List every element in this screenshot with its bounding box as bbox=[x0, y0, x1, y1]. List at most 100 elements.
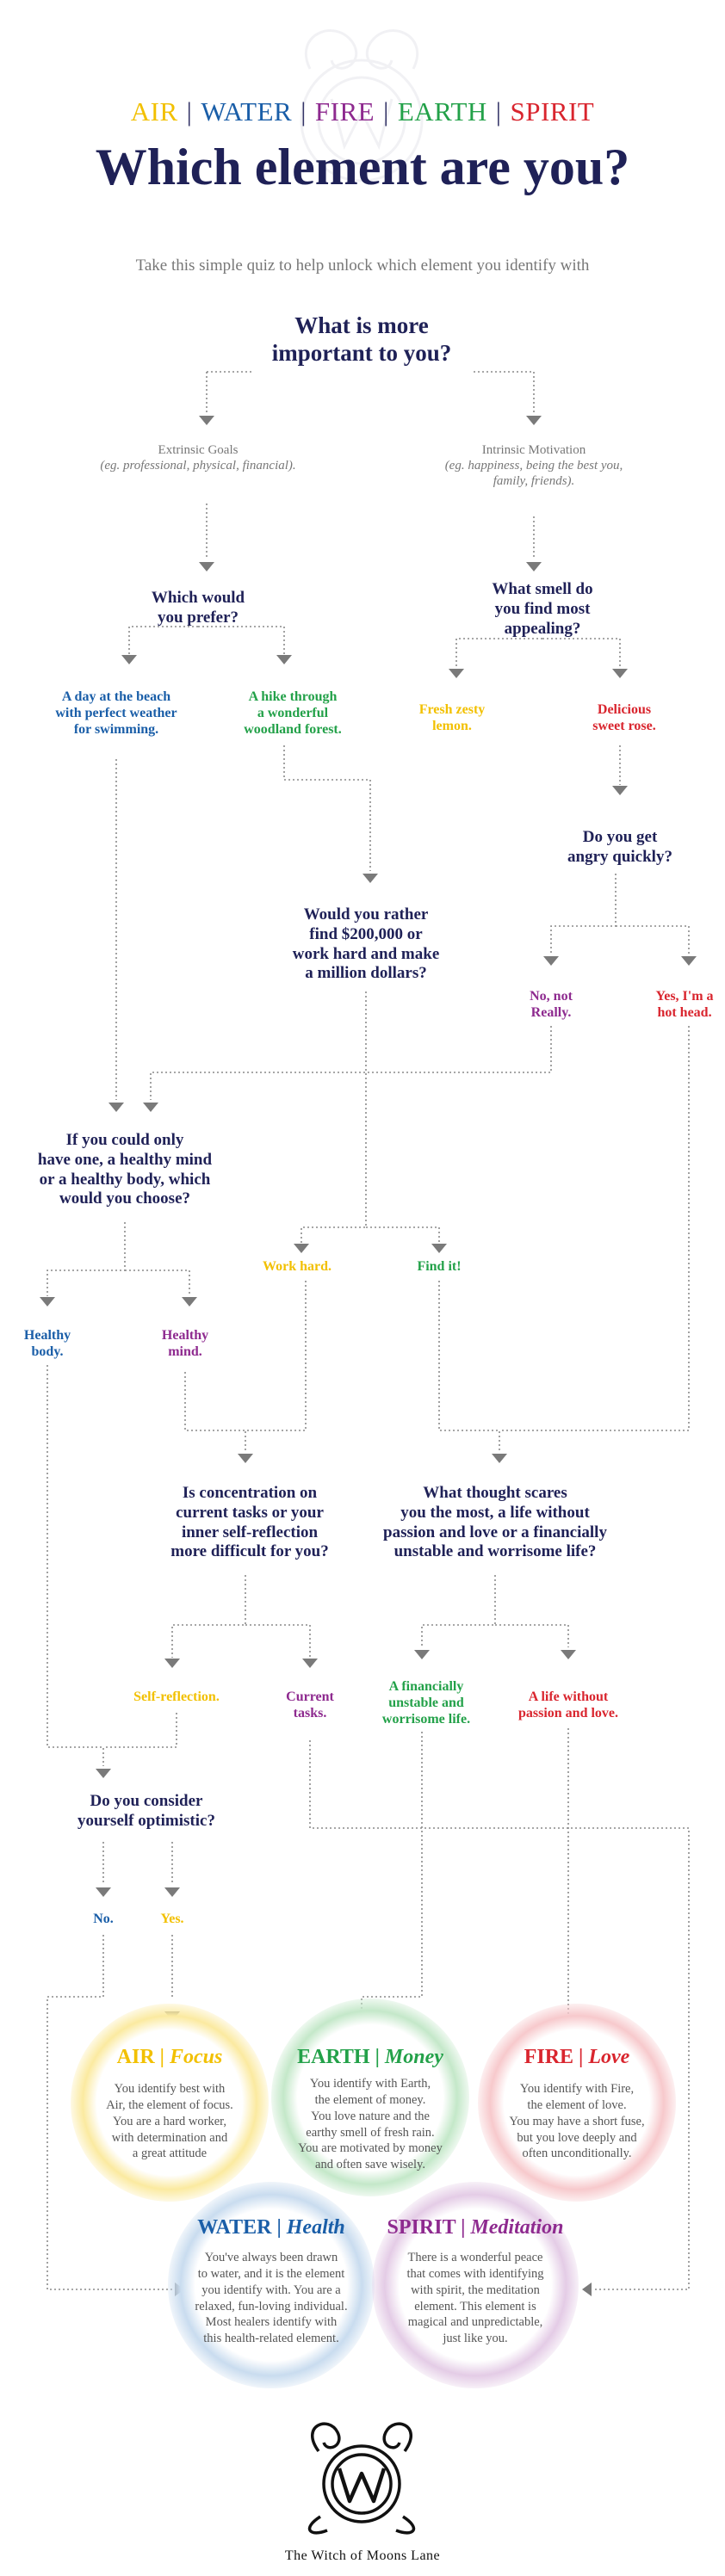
description-line: You identify with Fire, bbox=[519, 2082, 635, 2096]
earth-wreath bbox=[271, 1998, 469, 2196]
answer-hot-head: Yes, I'm a hot head. bbox=[641, 988, 725, 1021]
description-line: the element of money. bbox=[314, 2092, 426, 2107]
description-line: this health-related element. bbox=[203, 2332, 339, 2346]
water-wreath bbox=[168, 2182, 375, 2388]
description-line: that comes with identifying bbox=[406, 2266, 544, 2281]
answer-line: Current bbox=[286, 1690, 334, 1704]
result-trait: Money bbox=[384, 2046, 443, 2068]
arrow-head bbox=[143, 1103, 158, 1112]
answer-line: Fresh zesty bbox=[418, 702, 486, 717]
answer-rose: Delicious sweet rose. bbox=[573, 701, 676, 734]
question-line: more difficult for you? bbox=[170, 1542, 329, 1561]
question-concentration: Is concentration on current tasks or you… bbox=[146, 1484, 353, 1562]
result-trait: Meditation bbox=[470, 2216, 564, 2239]
question-line: Do you consider bbox=[90, 1792, 203, 1810]
option-example: family, friends). bbox=[493, 474, 575, 488]
connector-line bbox=[616, 925, 690, 955]
result-name: WATER bbox=[197, 2216, 272, 2239]
description-line: earthy smell of fresh rain. bbox=[306, 2125, 435, 2140]
arrow-head bbox=[612, 669, 628, 678]
description-line: You identify best with bbox=[114, 2082, 226, 2096]
option-label: Extrinsic Goals bbox=[158, 443, 239, 457]
element-fire: FIRE bbox=[314, 96, 375, 127]
arrow-head bbox=[561, 1650, 576, 1659]
question-line: appealing? bbox=[504, 619, 581, 638]
question-money: Would you rather find $200,000 or work h… bbox=[267, 905, 465, 984]
question-line: What is more bbox=[294, 312, 429, 338]
answer-line: sweet rose. bbox=[592, 719, 656, 734]
question-line: What thought scares bbox=[423, 1484, 567, 1502]
result-air-title: AIR | Focus bbox=[116, 2046, 223, 2068]
question-line: current tasks or your bbox=[176, 1503, 324, 1522]
connector-line bbox=[128, 626, 198, 654]
separator: | bbox=[383, 96, 389, 127]
arrow-head bbox=[96, 1769, 111, 1778]
question-line: What smell do bbox=[492, 580, 593, 598]
question-line: you the most, a life without bbox=[400, 1503, 590, 1522]
question-line: would you choose? bbox=[59, 1189, 191, 1208]
answer-line: Healthy bbox=[161, 1328, 209, 1343]
option-example: (eg. professional, physical, financial). bbox=[100, 459, 296, 473]
answer-find-it: Find it! bbox=[417, 1259, 462, 1274]
air-wreath bbox=[71, 2004, 269, 2202]
answer-line: Delicious bbox=[597, 702, 652, 717]
description-line: Air, the element of focus. bbox=[106, 2097, 233, 2112]
question-line: a million dollars? bbox=[305, 964, 427, 983]
connector-line bbox=[455, 638, 542, 667]
answer-hike: A hike through a wonderful woodland fore… bbox=[220, 689, 366, 738]
result-trait: Focus bbox=[169, 2046, 223, 2068]
separator: | bbox=[186, 96, 193, 127]
arrow-head bbox=[612, 786, 628, 795]
arrow-head bbox=[164, 1659, 180, 1668]
connector-line bbox=[171, 1575, 246, 1658]
question-line: unstable and worrisome life? bbox=[393, 1542, 597, 1561]
arrow-head bbox=[238, 1454, 253, 1463]
question-line: angry quickly? bbox=[567, 847, 672, 866]
answer-line: passion and love. bbox=[517, 1706, 619, 1721]
element-air: AIR bbox=[130, 96, 178, 127]
option-extrinsic-goals: Extrinsic Goals (eg. professional, physi… bbox=[69, 442, 327, 473]
result-air-description: You identify best with Air, the element … bbox=[79, 2081, 260, 2162]
connector-line bbox=[361, 1732, 423, 2016]
result-name: FIRE bbox=[524, 2046, 574, 2068]
arrow-head bbox=[108, 1103, 124, 1112]
question-line: Is concentration on bbox=[182, 1484, 318, 1502]
answer-lemon: Fresh zesty lemon. bbox=[400, 701, 504, 734]
question-line: you find most bbox=[494, 599, 591, 618]
answer-line: No, not bbox=[530, 989, 573, 1004]
question-line: Which would bbox=[151, 589, 245, 607]
fire-wreath bbox=[478, 2004, 676, 2202]
question-line: you prefer? bbox=[157, 608, 239, 627]
question-prefer: Which would you prefer? bbox=[121, 589, 276, 628]
description-line: There is a wonderful peace bbox=[407, 2251, 543, 2264]
result-spirit-title: SPIRIT | Meditation bbox=[387, 2216, 564, 2239]
question-line: Would you rather bbox=[303, 905, 429, 924]
result-name: EARTH bbox=[297, 2046, 370, 2068]
question-line: yourself optimistic? bbox=[77, 1811, 215, 1830]
question-line: passion and love or a financially bbox=[383, 1523, 607, 1541]
answer-line: A financially bbox=[388, 1679, 464, 1694]
result-name: SPIRIT bbox=[387, 2216, 456, 2239]
answer-current-tasks: Current tasks. bbox=[271, 1689, 349, 1721]
description-line: You've always been drawn bbox=[204, 2251, 338, 2264]
connector-line bbox=[366, 1226, 440, 1243]
answer-line: worrisome life. bbox=[381, 1712, 471, 1727]
description-line: often unconditionally. bbox=[522, 2147, 632, 2161]
connector-line bbox=[421, 1575, 496, 1647]
description-line: a great attitude bbox=[132, 2147, 208, 2161]
answer-no: No. bbox=[93, 1912, 114, 1926]
description-line: the element of love. bbox=[527, 2097, 627, 2112]
description-line: relaxed, fun-loving individual. bbox=[195, 2299, 348, 2313]
connector-line bbox=[438, 1281, 500, 1451]
description-line: element. This element is bbox=[414, 2299, 536, 2313]
arrow-head bbox=[582, 2283, 592, 2296]
connector-line bbox=[245, 1624, 311, 1658]
answer-line: with perfect weather bbox=[55, 706, 177, 721]
brand-logo bbox=[307, 2422, 416, 2535]
connector-line bbox=[550, 874, 617, 955]
connector-line bbox=[46, 1222, 126, 1296]
arrow-head bbox=[526, 562, 542, 571]
description-line: to water, and it is the element bbox=[197, 2266, 345, 2281]
question-line: If you could only bbox=[65, 1131, 184, 1149]
arrow-head bbox=[294, 1244, 309, 1253]
